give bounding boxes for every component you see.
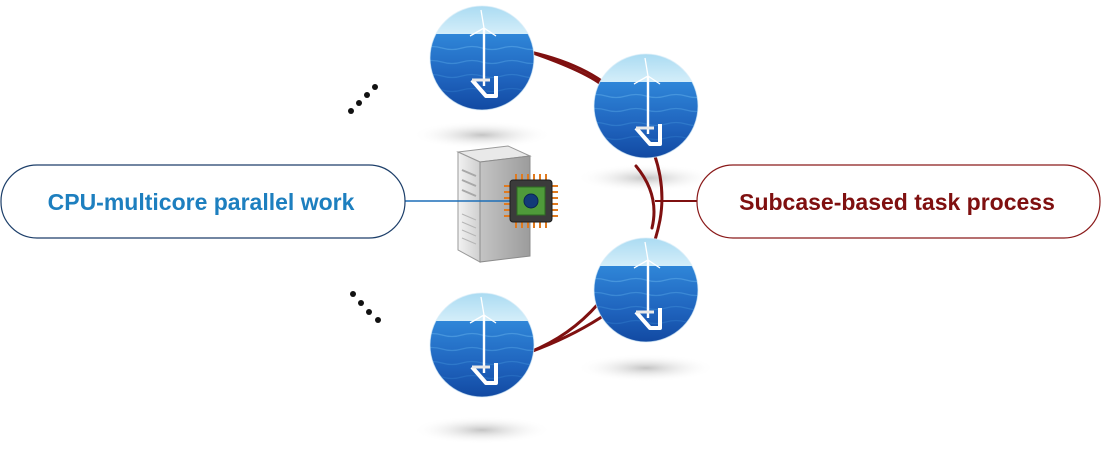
- turbine-bottom-left-icon: [422, 285, 542, 411]
- subcase-task-label: Subcase-based task process: [739, 189, 1055, 215]
- turbine-top-right-icon: [586, 46, 706, 172]
- ellipsis-top-icon: [348, 84, 378, 114]
- ellipsis-bottom-icon: [350, 291, 381, 323]
- shadow-top-left: [412, 121, 552, 149]
- cpu-multicore-pill: CPU-multicore parallel work: [0, 164, 406, 239]
- shadow-bottom-right: [576, 354, 716, 382]
- shadow-bottom-left: [412, 416, 552, 444]
- cpu-chip-icon: [504, 174, 558, 228]
- cpu-multicore-label: CPU-multicore parallel work: [48, 189, 355, 215]
- turbine-bottom-right-icon: [586, 230, 706, 356]
- subcase-task-pill: Subcase-based task process: [696, 164, 1101, 239]
- turbine-top-left-icon: [422, 0, 542, 124]
